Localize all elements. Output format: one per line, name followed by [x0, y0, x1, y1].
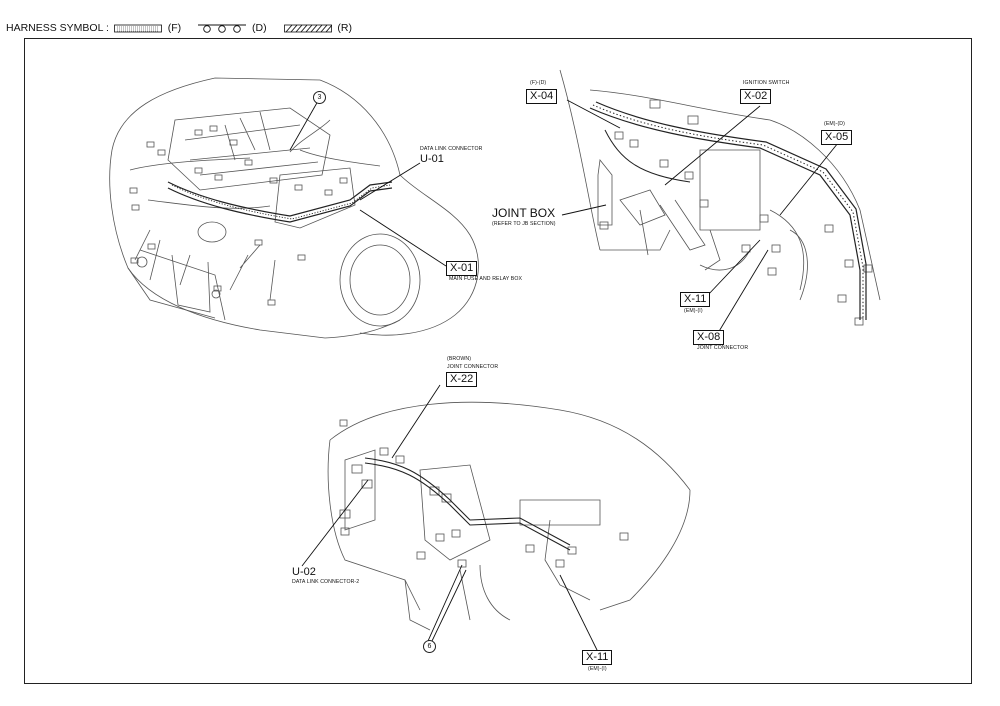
callout-6: 6 — [423, 640, 436, 653]
data-link-connector-caption: DATA LINK CONNECTOR — [420, 146, 483, 152]
connector-x11-lower-label: X-11 — [582, 650, 613, 665]
front-harness-symbol — [113, 24, 162, 33]
x11-upper-subcaption: (EM)-(I) — [684, 308, 703, 314]
rear-harness-symbol — [283, 24, 332, 33]
dash-harness-symbol — [198, 24, 247, 33]
main-fuse-relay-box-caption: MAIN FUSE AND RELAY BOX — [449, 276, 523, 282]
connector-x02-label: X-02 — [740, 89, 772, 104]
connector-u01-label: U-01 — [420, 153, 444, 165]
connector-x05-label: X-05 — [821, 130, 853, 145]
diagram-frame — [24, 38, 972, 684]
connector-x11-upper-label: X-11 — [680, 292, 711, 307]
connector-u02-label: U-02 — [292, 566, 316, 578]
connector-x08-label: X-08 — [693, 330, 725, 345]
connector-x04-label: X-04 — [526, 89, 558, 104]
legend-dash-label: (D) — [252, 22, 267, 35]
engine-bay-illustration — [109, 77, 479, 339]
x04-subcaption: (F)-(D) — [530, 80, 547, 86]
ignition-switch-caption: IGNITION SWITCH — [743, 80, 790, 86]
joint-box-label: JOINT BOX — [492, 206, 556, 220]
harness-symbol-legend: HARNESS SYMBOL : (F) (D) (R) — [6, 22, 352, 34]
connector-x01-label: X-01 — [446, 261, 478, 276]
instrument-panel-illustration — [327, 401, 691, 631]
dash-harness-illustration — [559, 69, 881, 326]
joint-connector-caption: JOINT CONNECTOR — [697, 345, 749, 351]
legend-label: HARNESS SYMBOL : — [6, 22, 109, 35]
joint-box-caption: (REFER TO JB SECTION) — [492, 221, 556, 227]
data-link-connector-2-caption: DATA LINK CONNECTOR-2 — [292, 579, 360, 585]
callout-3: 3 — [313, 91, 326, 104]
x22-color-caption: (BROWN) — [447, 356, 472, 362]
legend-rear-label: (R) — [337, 22, 352, 35]
x05-subcaption: (EM)-(D) — [824, 121, 845, 127]
x11-lower-subcaption: (EM)-(I) — [588, 666, 607, 672]
connector-x22-label: X-22 — [446, 372, 478, 387]
x22-joint-connector-caption: JOINT CONNECTOR — [447, 364, 499, 370]
legend-front-label: (F) — [167, 22, 182, 35]
